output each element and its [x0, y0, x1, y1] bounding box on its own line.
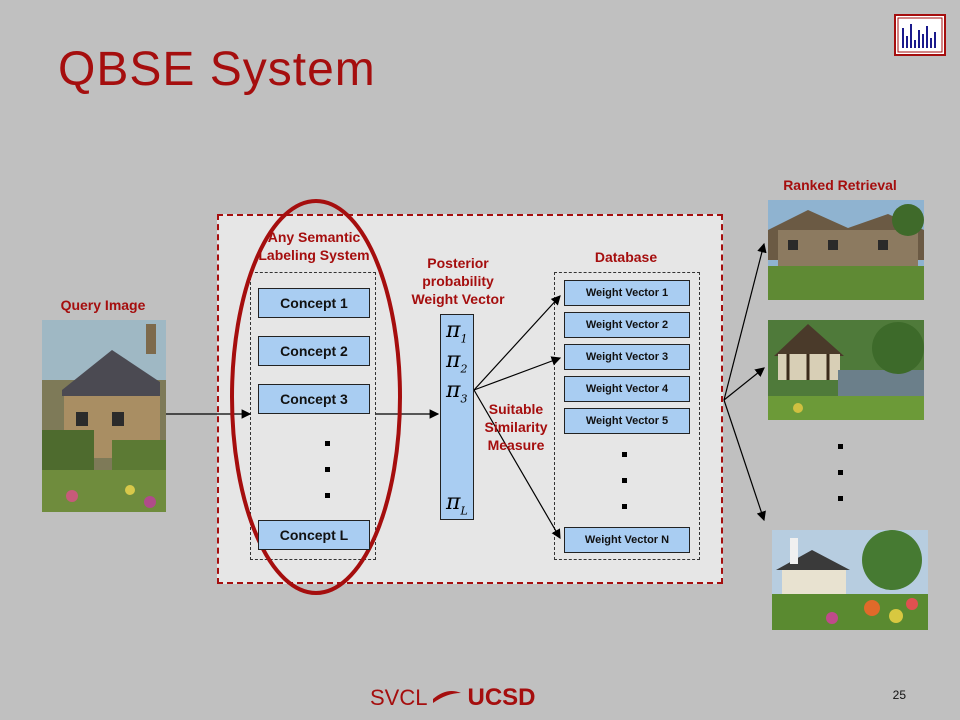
pi-2: π2: [446, 348, 467, 375]
weight-vector-box-4: Weight Vector 4: [564, 376, 690, 402]
pi-symbol: π: [446, 348, 461, 373]
pi-symbol: π: [446, 378, 461, 403]
query-image-label: Query Image: [60, 297, 146, 313]
database-ellipsis-dot: [622, 504, 627, 509]
page-number: 25: [892, 688, 906, 702]
concept-box-l: Concept L: [258, 520, 370, 550]
posterior-label: Posterior probability Weight Vector: [411, 255, 505, 307]
ranked-retrieval-label: Ranked Retrieval: [783, 177, 897, 193]
weight-vector-box-5: Weight Vector 5: [564, 408, 690, 434]
pi-subscript: 2: [460, 362, 468, 376]
pi-subscript: 3: [460, 392, 468, 406]
pi-subscript: L: [460, 504, 468, 518]
concept-box-2: Concept 2: [258, 336, 370, 366]
database-region: [554, 272, 700, 560]
weight-vector-box-3: Weight Vector 3: [564, 344, 690, 370]
pi-symbol: π: [446, 318, 461, 343]
slide-title: QBSE System: [58, 43, 376, 96]
ucsd-swoosh-icon: [431, 687, 463, 710]
posterior-weight-vector: [440, 314, 474, 520]
concept-box-3: Concept 3: [258, 384, 370, 414]
database-ellipsis-dot: [622, 452, 627, 457]
ucsd-text: UCSD: [467, 684, 536, 711]
query-image: [42, 320, 166, 512]
histogram-logo-icon: [894, 14, 946, 56]
database-label: Database: [594, 249, 658, 265]
ranked-ellipsis-dot: [838, 444, 843, 449]
retrieved-image-1: [768, 200, 924, 300]
concept-ellipsis-dot: [325, 441, 330, 446]
ranked-ellipsis-dot: [838, 470, 843, 475]
weight-vector-box-n: Weight Vector N: [564, 527, 690, 553]
pi-1: π1: [446, 318, 467, 345]
weight-vector-box-2: Weight Vector 2: [564, 312, 690, 338]
concept-ellipsis-dot: [325, 493, 330, 498]
concept-ellipsis-dot: [325, 467, 330, 472]
footer-logo: SVCL UCSD: [370, 684, 536, 712]
pi-subscript: 1: [460, 332, 468, 346]
similarity-label: Suitable Similarity Measure: [484, 401, 548, 453]
database-ellipsis-dot: [622, 478, 627, 483]
retrieved-image-3: [772, 530, 928, 630]
svcl-text: SVCL: [370, 685, 428, 710]
pi-l: πL: [446, 490, 468, 517]
pi-symbol: π: [446, 490, 461, 515]
ranked-ellipsis-dot: [838, 496, 843, 501]
semantic-labeling-label: Any Semantic Labeling System: [258, 229, 370, 263]
retrieved-image-2: [768, 320, 924, 420]
pi-3: π3: [446, 378, 467, 405]
concept-box-1: Concept 1: [258, 288, 370, 318]
weight-vector-box-1: Weight Vector 1: [564, 280, 690, 306]
